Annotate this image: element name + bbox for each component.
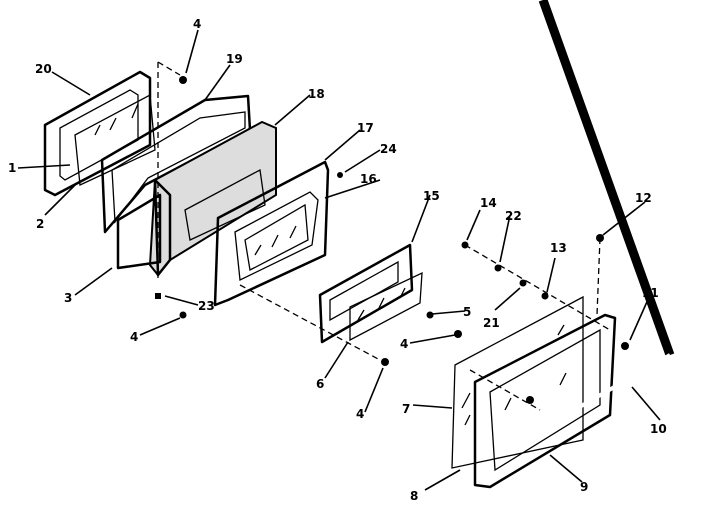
callout-23: 23 [198,299,215,313]
callout-4-middle: 4 [400,337,408,351]
part-18-insulation [148,120,277,277]
callout-labels: 20 4 19 18 17 24 16 1 2 3 23 4 15 14 22 … [8,17,667,503]
callout-4: 4 [193,17,201,31]
callout-15: 15 [423,189,440,203]
callout-6: 6 [316,377,324,391]
part-20-window-frame [43,70,156,197]
part-7-outer-glass [451,295,584,469]
callout-5: 5 [463,305,471,319]
callout-3: 3 [64,291,72,305]
callout-20: 20 [35,62,52,76]
callout-11: 11 [642,286,659,300]
part-6-glass [349,271,423,342]
fasteners [155,76,629,404]
part-16-inner-door [213,160,330,307]
part-3-liner [116,193,162,270]
callout-8: 8 [410,489,418,503]
callout-16: 16 [360,172,377,186]
callout-17: 17 [357,121,374,135]
callout-9: 9 [580,480,588,494]
callout-18: 18 [308,87,325,101]
callout-21: 21 [483,316,500,330]
callout-22: 22 [505,209,522,223]
part-9-outer-door [473,313,617,489]
callout-4-bottom: 4 [356,407,364,421]
callout-7: 7 [402,402,410,416]
part-15-window-frame [318,243,414,344]
callout-2: 2 [36,217,44,231]
part-10-handle [538,0,675,430]
callout-12: 12 [635,191,652,205]
callout-24: 24 [380,142,397,156]
leader-lines [17,29,661,491]
callout-14: 14 [480,196,497,210]
callout-4-lower-left: 4 [130,330,138,344]
callout-19: 19 [226,52,243,66]
callout-13: 13 [550,241,567,255]
callout-1: 1 [8,161,16,175]
callout-10: 10 [650,422,667,436]
